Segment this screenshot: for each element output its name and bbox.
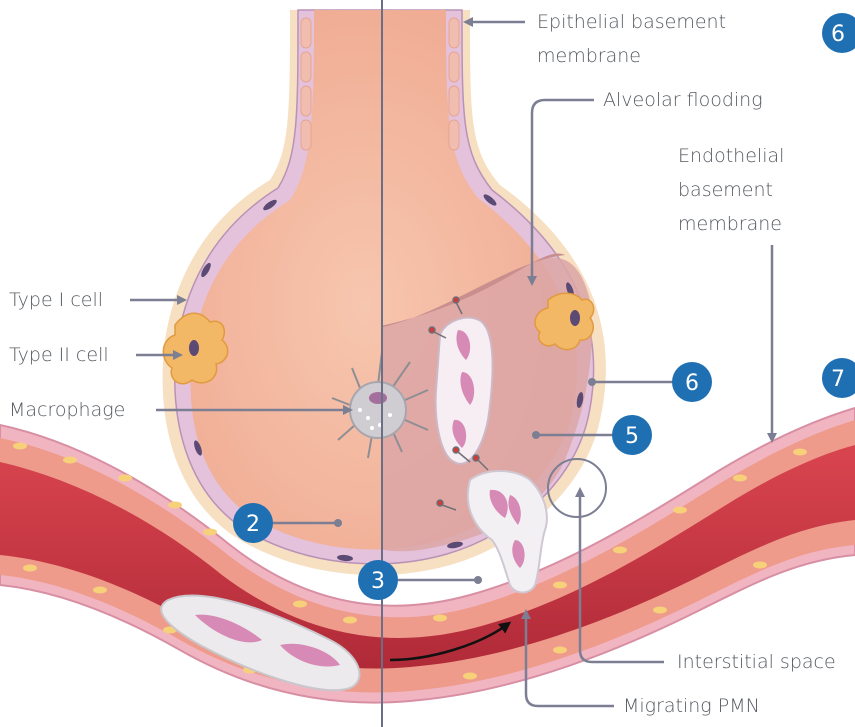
label-interstitial-space: Interstitial space	[677, 651, 836, 673]
badge-6-edge: 6	[822, 13, 855, 53]
badge-6-edge-number: 6	[831, 22, 845, 47]
badge-6-number: 6	[685, 371, 699, 396]
badge-5: 5	[612, 415, 652, 455]
badge-6: 6	[672, 362, 712, 402]
badge-3-number: 3	[371, 569, 385, 594]
badge-2-number: 2	[246, 512, 260, 537]
badge-7-edge: 7	[822, 358, 855, 398]
badge-2: 2	[233, 503, 273, 543]
badge-7-edge-number: 7	[831, 367, 845, 392]
label-alveolar-flooding: Alveolar flooding	[603, 89, 763, 111]
label-epithelial-basement-line2: membrane	[537, 45, 641, 67]
label-type-ii-cell: Type II cell	[9, 344, 109, 366]
label-macrophage: Macrophage	[9, 399, 125, 421]
label-type-i-cell: Type I cell	[9, 289, 103, 311]
label-endothelial-line1: Endothelial	[678, 145, 784, 167]
badge-3: 3	[358, 560, 398, 600]
label-endothelial-line3: membrane	[678, 213, 782, 235]
alveolus	[163, 10, 606, 593]
label-epithelial-basement-line1: Epithelial basement	[537, 11, 726, 33]
label-migrating-pmn: Migrating PMN	[623, 695, 760, 717]
label-endothelial-line2: basement	[678, 179, 773, 201]
badge-5-number: 5	[625, 424, 639, 449]
